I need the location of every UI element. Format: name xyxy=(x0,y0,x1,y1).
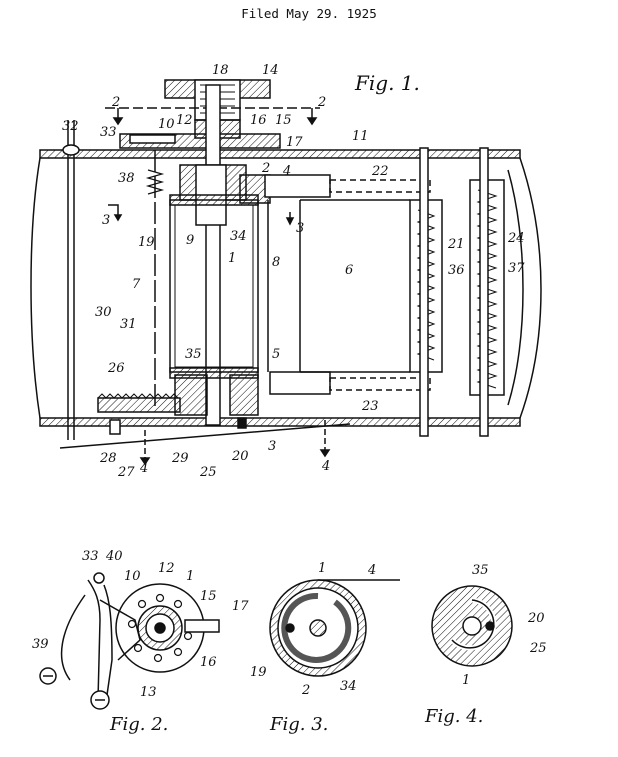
fig1-label: 7 xyxy=(132,277,141,292)
fig1-label: 37 xyxy=(508,261,525,276)
fig2-label: 39 xyxy=(32,637,49,652)
fig1-label: 23 xyxy=(361,399,379,414)
fig2-label: 33 xyxy=(82,549,99,564)
fig4-label: 1 xyxy=(462,673,470,688)
fig1-label: 4 xyxy=(282,164,291,179)
fig1-label: 25 xyxy=(199,465,217,480)
fig2-label: 17 xyxy=(232,599,249,614)
fig1-label: 29 xyxy=(171,451,189,466)
fig2-label: 12 xyxy=(158,561,175,576)
lower-roller xyxy=(270,372,330,394)
figure-2 xyxy=(40,573,219,709)
upper-roller xyxy=(265,175,330,197)
fig2-label: 13 xyxy=(140,685,157,700)
fig1-label: 32 xyxy=(62,119,79,134)
fig1-label: 16 xyxy=(250,113,267,128)
fig4-label: 35 xyxy=(472,563,489,578)
fig1-label: 31 xyxy=(120,317,137,332)
fig1-label: 21 xyxy=(447,237,465,252)
fig1-label: 14 xyxy=(262,63,279,78)
gear-26 xyxy=(98,398,180,412)
housing-left-end xyxy=(31,158,40,418)
fig1-label: 20 xyxy=(231,449,249,464)
fig1-label: 3 xyxy=(268,439,276,454)
fig1-label: 4 xyxy=(139,461,148,476)
fig1-label: 34 xyxy=(230,229,247,244)
pawl-lever-33 xyxy=(88,580,100,700)
fig2-label: 16 xyxy=(200,655,217,670)
fig1-label: 8 xyxy=(272,255,280,270)
fig1-label: 33 xyxy=(100,125,117,140)
fig4-caption: Fig. 4. xyxy=(424,706,483,727)
fig1-label: 2 xyxy=(261,161,270,176)
fig4-label: 25 xyxy=(529,641,547,656)
figure-2-labels: 33 40 10 12 1 15 17 39 16 13 Fig. 2. xyxy=(32,549,249,735)
fig1-label: 17 xyxy=(286,135,303,150)
fig1-label: 1 xyxy=(228,251,236,266)
fig3-label: 4 xyxy=(367,563,376,578)
fig1-label: 4 xyxy=(321,459,330,474)
fig1-caption: Fig. 1. xyxy=(354,71,420,95)
fig3-caption: Fig. 3. xyxy=(269,714,328,735)
fig1-label: 15 xyxy=(275,113,292,128)
figure-4 xyxy=(432,586,512,666)
fig2-caption: Fig. 2. xyxy=(109,714,168,735)
fig3-label: 34 xyxy=(340,679,357,694)
fig1-label: 27 xyxy=(117,465,135,480)
fig1-label: 22 xyxy=(371,164,389,179)
fig1-label: 3 xyxy=(296,221,304,236)
fig1-label: 24 xyxy=(507,231,525,246)
fig1-label: 19 xyxy=(138,235,155,250)
fig1-label: 35 xyxy=(185,347,202,362)
fig3-label: 19 xyxy=(250,665,267,680)
fig1-label: 26 xyxy=(107,361,125,376)
fig1-label: 2 xyxy=(111,95,120,110)
fig1-label: 30 xyxy=(95,305,112,320)
fig2-label: 15 xyxy=(200,589,217,604)
fig1-label: 18 xyxy=(212,63,229,78)
fig3-label: 1 xyxy=(318,561,326,576)
fig1-label: 11 xyxy=(352,129,369,144)
fig1-label: 12 xyxy=(176,113,193,128)
fig1-label: 28 xyxy=(99,451,117,466)
fig1-label: 5 xyxy=(272,347,280,362)
fig1-label: 10 xyxy=(158,117,175,132)
fig1-label: 2 xyxy=(317,95,326,110)
fig2-label: 40 xyxy=(105,549,123,564)
fig1-label: 36 xyxy=(448,263,465,278)
fig4-label: 20 xyxy=(527,611,545,626)
fig1-label: 9 xyxy=(186,233,194,248)
fig2-label: 10 xyxy=(124,569,141,584)
housing-top-plate xyxy=(40,150,520,158)
fig3-label: 2 xyxy=(301,683,310,698)
fig1-label: 6 xyxy=(345,263,353,278)
figure-3 xyxy=(270,580,400,676)
fig1-label: 3 xyxy=(102,213,110,228)
fig2-label: 1 xyxy=(186,569,194,584)
fig1-label: 38 xyxy=(118,171,135,186)
